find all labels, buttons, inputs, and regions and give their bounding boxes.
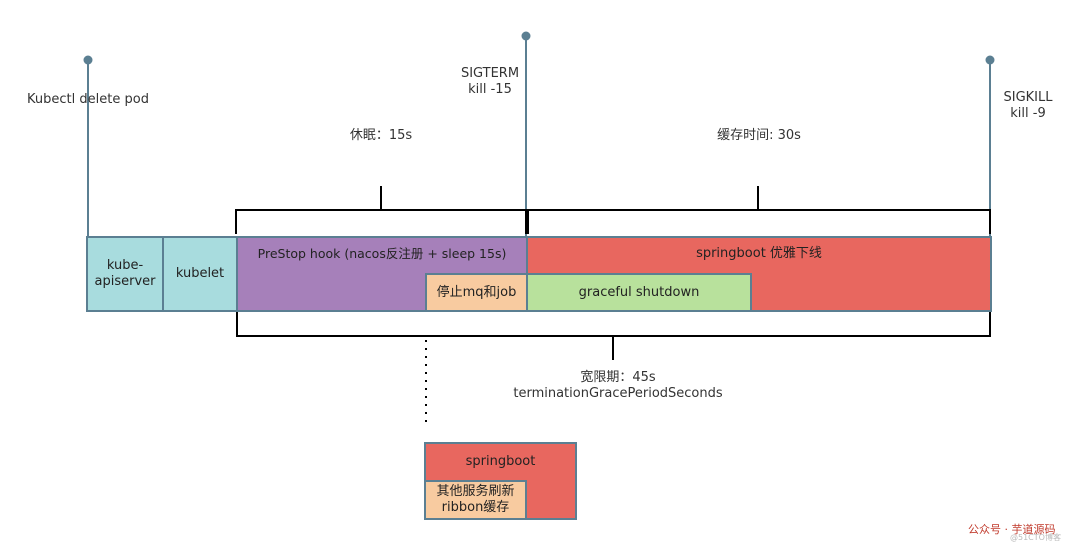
sigterm-label: SIGTERM kill -15 [440, 66, 540, 98]
sleep-label-text: 休眠：15s [349, 128, 413, 143]
cache-label: 缓存时间: 30s [674, 128, 844, 144]
cache-label-text: 缓存时间: 30s [717, 128, 801, 143]
sleep-bracket [235, 209, 527, 234]
apiserver-label-line1: kube- [106, 258, 144, 273]
prestop-label: PreStop hook (nacos反注册 + sleep 15s) [257, 246, 507, 261]
watermark-text: 公众号 · 芋道源码 [968, 523, 1056, 536]
ribbon-refresh-line1: 其他服务刷新 [436, 484, 515, 499]
sigterm-marker-dot [521, 31, 531, 41]
apiserver-block: kube- apiserver [86, 236, 164, 312]
grace-label: 宽限期：45s terminationGracePeriodSeconds [483, 370, 753, 402]
sigkill-label-line1: SIGKILL [1003, 90, 1053, 105]
grace-bracket [236, 312, 991, 337]
kubectl-label: Kubectl delete pod [18, 92, 158, 108]
kubelet-block: kubelet [162, 236, 238, 312]
kubelet-label: kubelet [175, 266, 225, 281]
sigkill-marker-dot [985, 55, 995, 65]
sigterm-label-line2: kill -15 [468, 82, 512, 97]
graceful-shutdown-block: graceful shutdown [526, 273, 752, 312]
grace-label-line2: terminationGracePeriodSeconds [513, 386, 723, 401]
sigterm-label-line1: SIGTERM [460, 66, 520, 81]
grace-label-line1: 宽限期：45s [580, 370, 656, 385]
springboot-detail-label: springboot [465, 454, 536, 469]
cache-bracket [527, 209, 991, 234]
watermark: 公众号 · 芋道源码 [968, 521, 1056, 537]
stop-mq-job-block: 停止mq和job [425, 273, 528, 312]
springboot-offline-label: springboot 优雅下线 [696, 246, 822, 261]
watermark-sub: @51CTO博客 [1010, 532, 1061, 543]
sleep-label: 休眠：15s [311, 128, 451, 144]
sigkill-label-line2: kill -9 [1010, 106, 1046, 121]
kubectl-label-text: Kubectl delete pod [27, 92, 149, 107]
ribbon-refresh-line2: ribbon缓存 [441, 500, 510, 515]
kubectl-marker-dot [83, 55, 93, 65]
stop-mq-job-label: 停止mq和job [436, 284, 517, 300]
graceful-shutdown-label: graceful shutdown [578, 284, 700, 300]
apiserver-label-line2: apiserver [94, 274, 156, 289]
ribbon-refresh-block: 其他服务刷新 ribbon缓存 [424, 480, 527, 520]
sigkill-label: SIGKILL kill -9 [988, 90, 1068, 122]
watermark-sub-text: @51CTO博客 [1010, 533, 1061, 542]
